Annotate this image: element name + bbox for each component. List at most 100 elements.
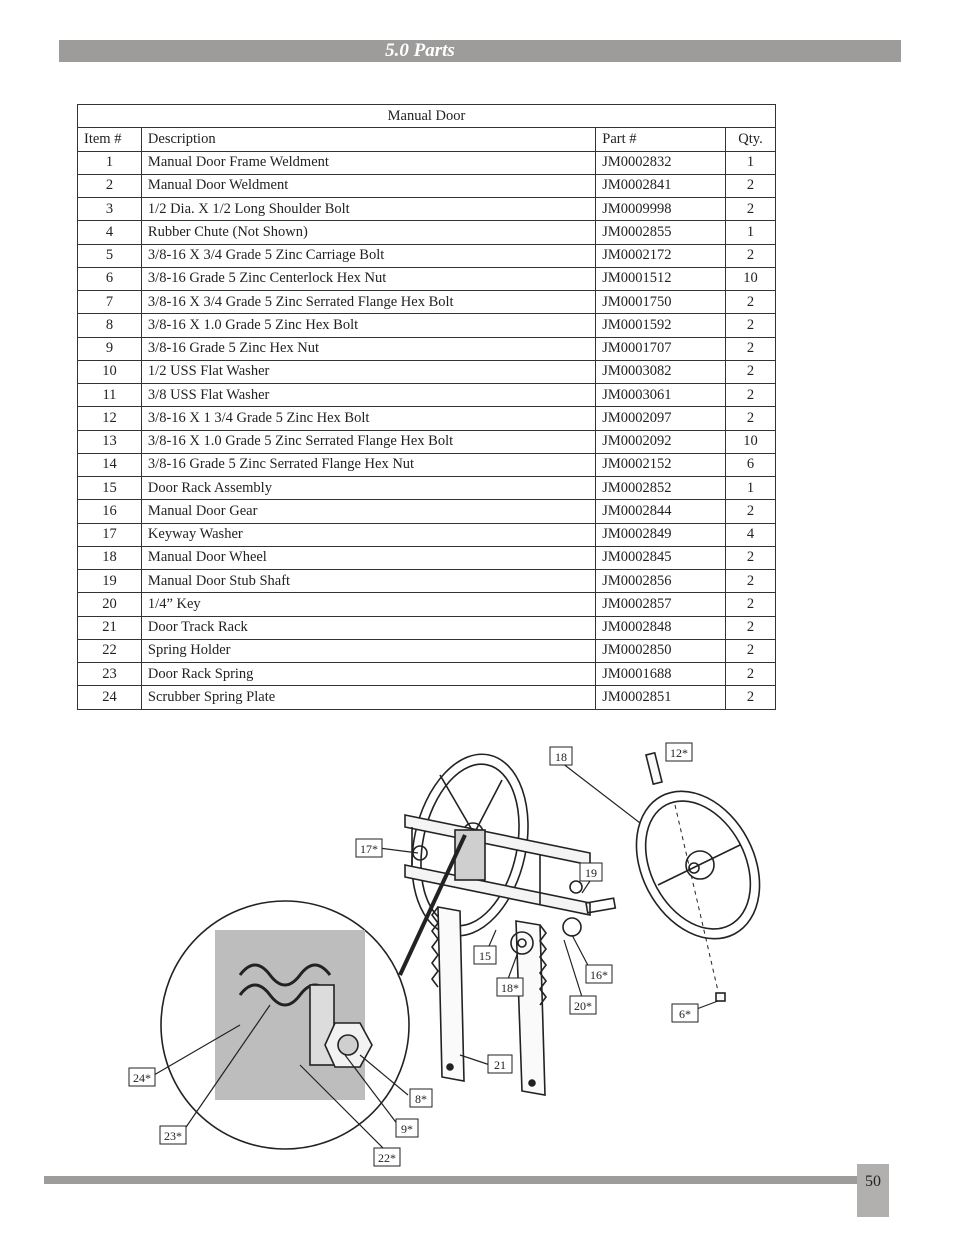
cell-part-number: JM0002850: [595, 638, 727, 664]
column-header-item: Item #: [77, 127, 142, 152]
cell-part-number: JM0002097: [595, 406, 727, 431]
cell-description: 3/8 USS Flat Washer: [140, 382, 597, 408]
cell-description: 1/2 Dia. X 1/2 Long Shoulder Bolt: [140, 196, 597, 222]
column-header-description: Description: [140, 127, 597, 152]
cell-part-number: JM0001707: [595, 336, 727, 361]
cell-description: Door Rack Spring: [140, 661, 597, 687]
cell-qty: 2: [725, 545, 776, 571]
cell-part-number: JM0002844: [595, 499, 727, 524]
cell-item: 7: [77, 289, 142, 315]
cell-description: Keyway Washer: [140, 522, 597, 547]
cell-item: 13: [77, 429, 142, 454]
cell-item: 8: [77, 313, 142, 338]
cell-part-number: JM0001592: [595, 313, 727, 338]
cell-description: 3/8-16 X 3/4 Grade 5 Zinc Serrated Flang…: [140, 289, 597, 315]
table-caption-row: Manual Door: [77, 103, 776, 129]
callout-24: 24*: [133, 1071, 151, 1085]
cell-part-number: JM0002855: [595, 220, 727, 245]
table-caption: Manual Door: [77, 103, 776, 129]
cell-description: Door Track Rack: [140, 615, 597, 640]
cell-part-number: JM0003082: [595, 359, 727, 385]
cell-item: 1: [77, 150, 142, 175]
cell-qty: 4: [725, 522, 776, 547]
callout-6: 6*: [679, 1007, 691, 1021]
cell-item: 14: [77, 452, 142, 478]
cell-item: 19: [77, 568, 142, 594]
cell-qty: 2: [725, 196, 776, 222]
cell-part-number: JM0002851: [595, 685, 727, 710]
cell-qty: 2: [725, 173, 776, 199]
section-title: 5.0 Parts: [385, 40, 455, 61]
cell-description: 3/8-16 Grade 5 Zinc Serrated Flange Hex …: [140, 452, 597, 478]
cell-item: 16: [77, 499, 142, 524]
callout-21: 21: [494, 1058, 506, 1072]
cell-item: 17: [77, 522, 142, 547]
cell-part-number: JM0002152: [595, 452, 727, 478]
cell-description: 3/8-16 X 1 3/4 Grade 5 Zinc Hex Bolt: [140, 406, 597, 431]
callout-9: 9*: [401, 1122, 413, 1136]
cell-item: 10: [77, 359, 142, 385]
cell-qty: 10: [725, 429, 776, 454]
cell-qty: 2: [725, 638, 776, 664]
cell-item: 3: [77, 196, 142, 222]
callout-15: 15: [479, 949, 491, 963]
cell-item: 12: [77, 406, 142, 431]
cell-description: 3/8-16 X 1.0 Grade 5 Zinc Hex Bolt: [140, 313, 597, 338]
cell-description: 1/4” Key: [140, 592, 597, 617]
column-header-part: Part #: [595, 127, 727, 152]
callout-8: 8*: [415, 1092, 427, 1106]
callout-20: 20*: [574, 999, 592, 1013]
cell-item: 5: [77, 243, 142, 268]
cell-description: Manual Door Wheel: [140, 545, 597, 571]
cell-part-number: JM0001512: [595, 266, 727, 292]
parts-table: Manual Door Item # Description Part # Qt…: [77, 103, 776, 710]
cell-item: 6: [77, 266, 142, 292]
cell-description: Door Rack Assembly: [140, 475, 597, 501]
cell-part-number: JM0009998: [595, 196, 727, 222]
cell-item: 22: [77, 638, 142, 664]
callout-18: 18: [555, 750, 567, 764]
page-number: 50: [865, 1173, 881, 1190]
cell-qty: 2: [725, 359, 776, 385]
cell-qty: 1: [725, 220, 776, 245]
cell-qty: 2: [725, 568, 776, 594]
cell-part-number: JM0002841: [595, 173, 727, 199]
cell-description: Manual Door Weldment: [140, 173, 597, 199]
cell-qty: 2: [725, 661, 776, 687]
cell-qty: 2: [725, 382, 776, 408]
callout-17: 17*: [360, 842, 378, 856]
cell-item: 2: [77, 173, 142, 199]
cell-description: 1/2 USS Flat Washer: [140, 359, 597, 385]
cell-qty: 2: [725, 592, 776, 617]
cell-item: 18: [77, 545, 142, 571]
cell-description: 3/8-16 X 1.0 Grade 5 Zinc Serrated Flang…: [140, 429, 597, 454]
cell-part-number: JM0002849: [595, 522, 727, 547]
callout-12: 12*: [670, 746, 688, 760]
callout-22: 22*: [378, 1151, 396, 1165]
cell-item: 9: [77, 336, 142, 361]
cell-part-number: JM0002852: [595, 475, 727, 501]
footer-bar: [44, 1176, 857, 1184]
column-header-qty: Qty.: [725, 127, 776, 152]
cell-item: 24: [77, 685, 142, 710]
cell-item: 15: [77, 475, 142, 501]
